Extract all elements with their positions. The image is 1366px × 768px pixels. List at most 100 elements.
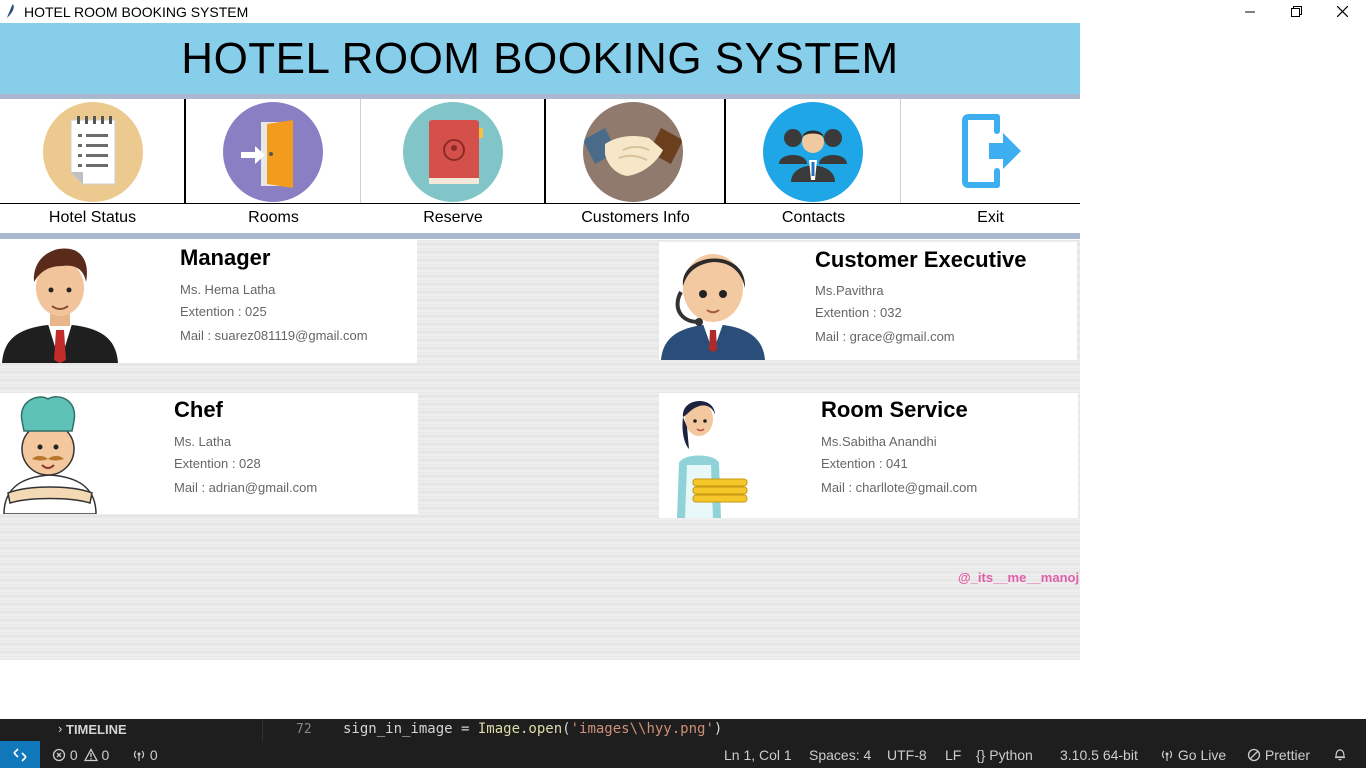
editor-background: › TIMELINE 72 sign_in_image = Image.open… bbox=[0, 719, 1366, 741]
contact-extension: Extention : 025 bbox=[180, 304, 267, 319]
nav-label: Hotel Status bbox=[48, 209, 137, 226]
contact-mail: Mail : adrian@gmail.com bbox=[174, 480, 318, 495]
notepad-icon bbox=[43, 102, 143, 202]
chevron-right-icon[interactable]: › bbox=[58, 721, 63, 736]
people-icon bbox=[763, 102, 863, 202]
manager-avatar bbox=[2, 248, 118, 363]
nav-hotel-status[interactable]: Hotel Status bbox=[0, 99, 185, 230]
error-count: 0 bbox=[69, 747, 78, 763]
main-nav: Hotel Status Rooms bbox=[0, 99, 1080, 230]
nav-separator bbox=[900, 99, 901, 204]
remote-button[interactable] bbox=[0, 741, 40, 768]
code-line[interactable]: sign_in_image = Image.open('images\\hyy.… bbox=[343, 721, 722, 737]
nav-rooms[interactable]: Rooms bbox=[186, 99, 361, 230]
code-string: 'images\\hyy.png' bbox=[570, 721, 714, 737]
nav-separator bbox=[724, 99, 726, 204]
contact-role: Customer Executive bbox=[815, 247, 1027, 272]
ports-indicator[interactable]: 0 bbox=[132, 747, 158, 763]
author-credit: @_its__me__manoj bbox=[958, 570, 1080, 585]
chef-avatar bbox=[3, 396, 97, 514]
nav-label: Contacts bbox=[781, 209, 846, 226]
nav-separator bbox=[184, 99, 186, 204]
contact-name: Ms. Latha bbox=[174, 434, 232, 449]
minimize-icon bbox=[1245, 11, 1255, 12]
nav-baseline bbox=[0, 203, 1080, 204]
code-function: Image.open bbox=[477, 721, 563, 737]
nav-exit[interactable]: Exit bbox=[901, 99, 1080, 230]
prettier-button[interactable]: Prettier bbox=[1247, 747, 1310, 763]
ports-count: 0 bbox=[149, 747, 158, 763]
go-live-button[interactable]: Go Live bbox=[1160, 747, 1226, 763]
contact-role: Manager bbox=[180, 245, 271, 270]
contact-extension: Extention : 032 bbox=[815, 305, 902, 320]
nav-contacts[interactable]: Contacts bbox=[726, 99, 901, 230]
indentation[interactable]: Spaces: 4 bbox=[809, 747, 872, 763]
contact-card-manager: Manager Ms. Hema Latha Extention : 025 M… bbox=[0, 240, 417, 363]
window-title: HOTEL ROOM BOOKING SYSTEM bbox=[24, 4, 249, 20]
python-interpreter[interactable]: 3.10.5 64-bit bbox=[1060, 747, 1138, 763]
page-title: HOTEL ROOM BOOKING SYSTEM bbox=[181, 33, 899, 83]
code-paren-close: ) bbox=[713, 721, 723, 737]
nav-customers-info[interactable]: Customers Info bbox=[546, 99, 725, 230]
nav-label: Exit bbox=[977, 209, 1004, 226]
panel-separator bbox=[262, 719, 263, 741]
encoding[interactable]: UTF-8 bbox=[887, 747, 927, 763]
bell-icon bbox=[1335, 749, 1345, 761]
nav-separator bbox=[360, 99, 361, 204]
contact-card-chef: Chef Ms. Latha Extention : 028 Mail : ad… bbox=[0, 393, 418, 514]
contact-name: Ms. Hema Latha bbox=[180, 282, 276, 297]
nav-reserve[interactable]: Reserve bbox=[361, 99, 545, 230]
tk-feather-icon bbox=[7, 4, 14, 18]
contact-card-customer-executive: Customer Executive Ms.Pavithra Extention… bbox=[659, 242, 1077, 360]
handshake-icon bbox=[583, 102, 683, 202]
warning-count: 0 bbox=[101, 747, 110, 763]
contacts-panel: Manager Ms. Hema Latha Extention : 025 M… bbox=[0, 240, 1080, 660]
contact-extension: Extention : 028 bbox=[174, 456, 261, 471]
nav-separator bbox=[544, 99, 546, 204]
nav-label: Rooms bbox=[248, 209, 299, 226]
language-label: Python bbox=[989, 747, 1033, 763]
warning-icon bbox=[83, 748, 98, 762]
language-mode[interactable]: {} Python bbox=[976, 747, 1033, 763]
contact-name: Ms.Pavithra bbox=[815, 283, 884, 298]
minimize-button[interactable] bbox=[1227, 0, 1273, 23]
nav-label: Reserve bbox=[423, 209, 483, 226]
room-service-avatar bbox=[677, 400, 748, 518]
line-number: 72 bbox=[296, 722, 312, 737]
close-button[interactable] bbox=[1319, 0, 1365, 23]
contact-mail: Mail : grace@gmail.com bbox=[815, 329, 955, 344]
contact-extension: Extention : 041 bbox=[821, 456, 908, 471]
contact-mail: Mail : suarez081119@gmail.com bbox=[180, 328, 368, 343]
broadcast-icon bbox=[133, 750, 145, 761]
book-icon bbox=[403, 102, 503, 202]
exit-icon bbox=[961, 113, 1025, 189]
nav-label: Customers Info bbox=[581, 209, 690, 226]
contact-name: Ms.Sabitha Anandhi bbox=[821, 434, 937, 449]
contact-mail: Mail : charllote@gmail.com bbox=[821, 480, 978, 495]
header-banner: HOTEL ROOM BOOKING SYSTEM bbox=[0, 23, 1080, 94]
timeline-panel-label[interactable]: TIMELINE bbox=[66, 722, 127, 737]
contact-card-room-service: Room Service Ms.Sabitha Anandhi Extentio… bbox=[659, 393, 1078, 518]
contact-role: Room Service bbox=[821, 397, 968, 422]
app-window: HOTEL ROOM BOOKING SYSTEM Hotel Status bbox=[0, 23, 1080, 660]
broadcast-icon bbox=[1161, 750, 1173, 761]
window-titlebar: HOTEL ROOM BOOKING SYSTEM bbox=[0, 0, 1366, 23]
braces-icon: {} bbox=[976, 747, 986, 763]
restore-button[interactable] bbox=[1273, 0, 1319, 23]
problems-indicator[interactable]: 0 0 bbox=[52, 747, 109, 763]
go-live-label: Go Live bbox=[1177, 747, 1227, 763]
cursor-position[interactable]: Ln 1, Col 1 bbox=[724, 747, 792, 763]
contact-role: Chef bbox=[174, 397, 223, 422]
status-bar: 0 0 0 Ln 1, Col 1 Spaces: 4 UTF-8 LF {} … bbox=[0, 741, 1366, 768]
notifications-button[interactable] bbox=[1333, 747, 1347, 764]
code-paren-open: ( bbox=[562, 721, 571, 737]
end-of-line[interactable]: LF bbox=[945, 747, 962, 763]
error-icon bbox=[52, 748, 66, 762]
prettier-label: Prettier bbox=[1264, 747, 1311, 763]
divider bbox=[0, 233, 1080, 239]
check-icon bbox=[1247, 748, 1261, 762]
close-icon bbox=[1336, 6, 1348, 17]
divider bbox=[0, 94, 1080, 99]
remote-icon bbox=[13, 747, 27, 762]
door-enter-icon bbox=[223, 102, 323, 202]
